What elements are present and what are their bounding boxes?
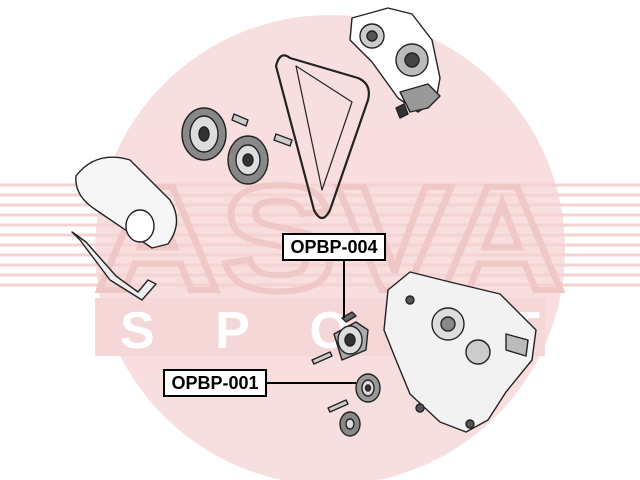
upper-timing-cover — [349, 7, 441, 119]
idler-pulley — [355, 373, 381, 403]
engine-front-housing — [383, 271, 537, 433]
tensioner-bolt — [311, 351, 333, 365]
tensioner-pulley — [333, 311, 369, 361]
cover-bracket — [71, 231, 157, 301]
part-number-label: OPBP-001 — [171, 373, 258, 393]
crank-sprocket — [227, 135, 269, 185]
crank-gear — [339, 411, 361, 437]
timing-belt — [274, 54, 370, 220]
part-number-label: OPBP-004 — [290, 237, 377, 257]
callout-box — [163, 369, 267, 397]
callout-opbp-001[interactable]: OPBP-001 — [163, 369, 356, 397]
callout-opbp-004[interactable]: OPBP-004 — [282, 233, 386, 318]
dowel-pins — [231, 113, 293, 147]
idler-bolt — [327, 399, 349, 413]
cam-sprocket — [181, 107, 227, 161]
callout-box — [282, 233, 386, 261]
lower-timing-cover — [75, 156, 178, 249]
